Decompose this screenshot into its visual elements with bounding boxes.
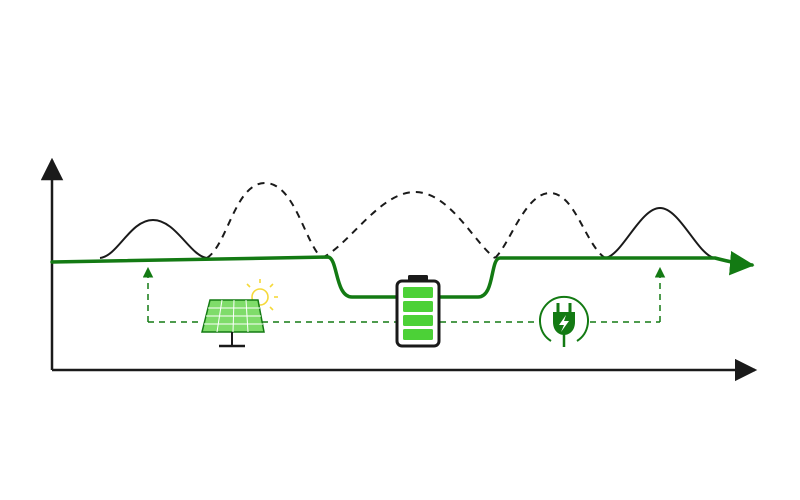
sun-icon [246, 279, 278, 311]
demand-curve-solid [99, 206, 716, 259]
demand-peak-grid [604, 206, 716, 259]
solar-panel-grid [204, 299, 263, 333]
battery-cell [403, 315, 433, 326]
plug-ring [539, 295, 589, 342]
demand-peak-dashed-2 [321, 190, 496, 259]
battery-cell [403, 329, 433, 340]
demand-curve-dashed [206, 181, 606, 259]
battery-icon [395, 275, 441, 348]
solar-panel-icon [201, 279, 278, 348]
energy-flow-loop [142, 266, 666, 323]
power-plug-icon [539, 295, 589, 347]
axes [40, 157, 758, 382]
demand-peak-dashed-1 [206, 181, 323, 259]
supply-line [50, 250, 755, 299]
battery-cells [403, 287, 433, 340]
demand-peak-solar [99, 218, 208, 259]
battery-cell [403, 287, 433, 298]
demand-peak-dashed-3 [494, 191, 606, 259]
battery-cell [403, 301, 433, 312]
lightning-bolt-icon [559, 315, 569, 332]
